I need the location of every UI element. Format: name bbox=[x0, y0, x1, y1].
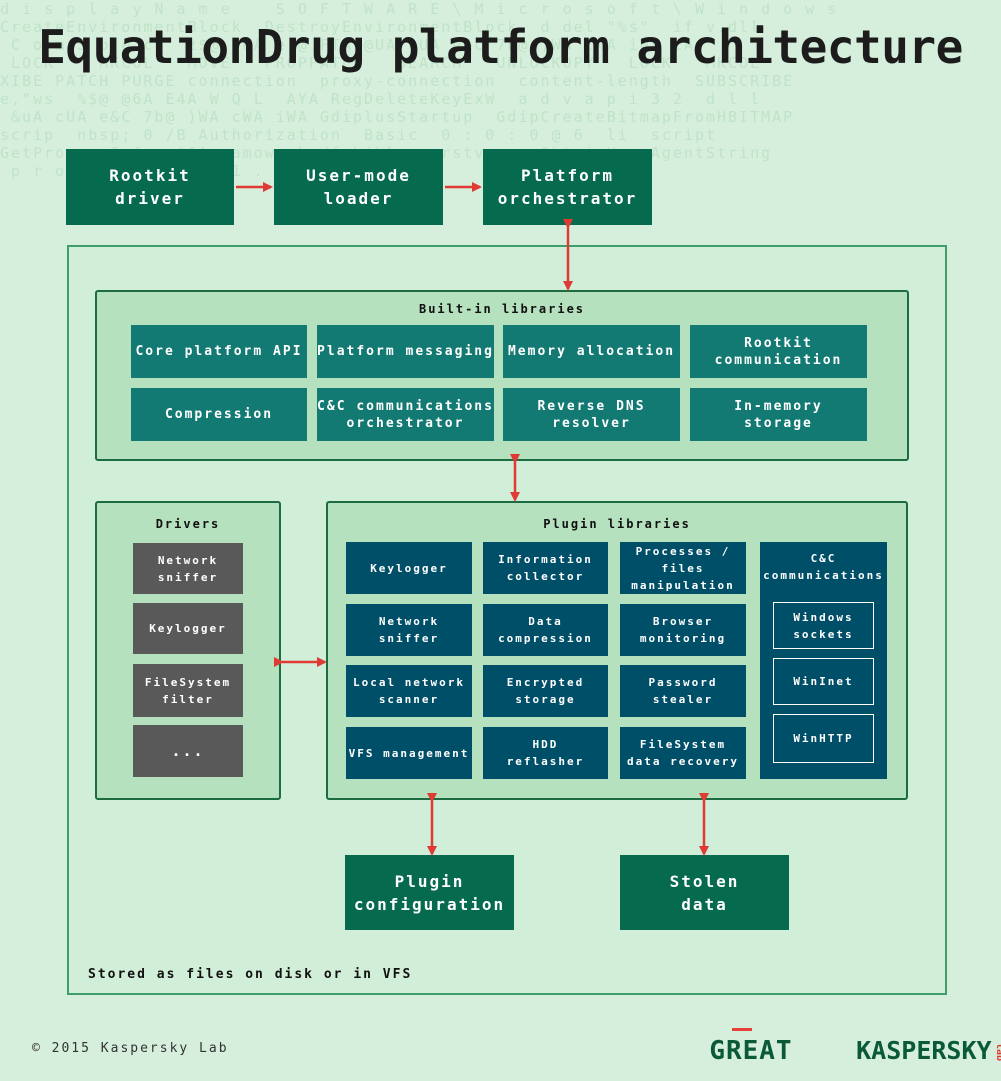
driver-network-sniffer: Network sniffer bbox=[133, 543, 243, 594]
plugin-vfs-management: VFS management bbox=[346, 727, 472, 779]
plugin-information-collector: Information collector bbox=[483, 542, 608, 594]
plugin-keylogger: Keylogger bbox=[346, 542, 472, 594]
driver-keylogger: Keylogger bbox=[133, 603, 243, 654]
plugin-data-compression: Data compression bbox=[483, 604, 608, 656]
driver-more: ... bbox=[133, 725, 243, 777]
plugin-libraries-title: Plugin libraries bbox=[543, 517, 691, 531]
rootkit-driver-box: Rootkit driver bbox=[66, 149, 234, 225]
lib-compression: Compression bbox=[131, 388, 307, 441]
lib-in-memory-storage: In-memory storage bbox=[690, 388, 867, 441]
lib-core-platform-api: Core platform API bbox=[131, 325, 307, 378]
cnc-wininet: WinInet bbox=[773, 658, 874, 705]
great-logo: GREAT bbox=[676, 1024, 793, 1078]
plugin-local-network-scanner: Local network scanner bbox=[346, 665, 472, 717]
drivers-title: Drivers bbox=[155, 517, 221, 531]
lib-memory-allocation: Memory allocation bbox=[503, 325, 680, 378]
lib-reverse-dns-resolver: Reverse DNS resolver bbox=[503, 388, 680, 441]
plugin-browser-monitoring: Browser monitoring bbox=[620, 604, 746, 656]
driver-filesystem-filter: FileSystem filter bbox=[133, 664, 243, 717]
stolen-data-box: Stolen data bbox=[620, 855, 789, 930]
plugin-filesystem-data-recovery: FileSystem data recovery bbox=[620, 727, 746, 779]
copyright-text: © 2015 Kaspersky Lab bbox=[32, 1041, 229, 1056]
plugin-network-sniffer: Network sniffer bbox=[346, 604, 472, 656]
user-mode-loader-box: User-mode loader bbox=[274, 149, 443, 225]
kaspersky-logo-text: KASPERSKY bbox=[856, 1036, 992, 1065]
plugin-configuration-box: Plugin configuration bbox=[345, 855, 514, 930]
plugin-encrypted-storage: Encrypted storage bbox=[483, 665, 608, 717]
cnc-title: C&C communications bbox=[763, 552, 884, 582]
plugin-processes-files: Processes / files manipulation bbox=[620, 542, 746, 594]
great-logo-text: GREAT bbox=[709, 1036, 793, 1066]
builtin-libraries-title: Built-in libraries bbox=[418, 302, 586, 316]
stored-files-note: Stored as files on disk or in VFS bbox=[88, 967, 413, 982]
plugin-hdd-reflasher: HDD reflasher bbox=[483, 727, 608, 779]
lib-platform-messaging: Platform messaging bbox=[317, 325, 494, 378]
plugin-password-stealer: Password stealer bbox=[620, 665, 746, 717]
platform-orchestrator-box: Platform orchestrator bbox=[483, 149, 652, 225]
great-logo-accent bbox=[732, 1028, 752, 1031]
cnc-winhttp: WinHTTP bbox=[773, 714, 874, 763]
lib-cnc-orchestrator: C&C communications orchestrator bbox=[317, 388, 494, 441]
cnc-windows-sockets: Windows sockets bbox=[773, 602, 874, 649]
lib-rootkit-communication: Rootkit communication bbox=[690, 325, 867, 378]
